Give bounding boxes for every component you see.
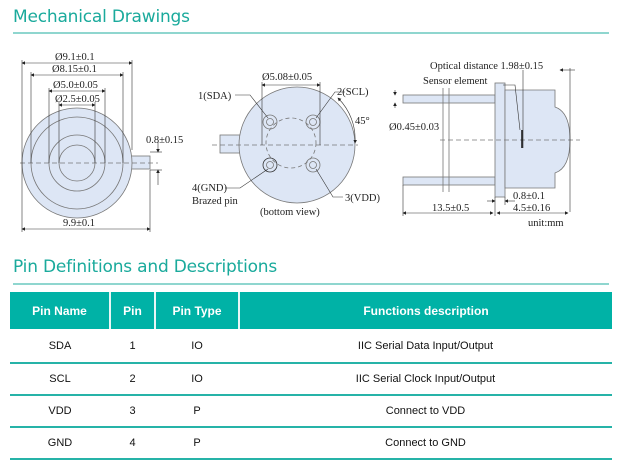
cell-function: Connect to GND <box>239 427 612 460</box>
cell-pin-type: IO <box>155 363 239 396</box>
cell-pin: 2 <box>110 363 155 396</box>
pin-table: Pin Name Pin Pin Type Functions descript… <box>10 292 612 460</box>
cell-pin: 3 <box>110 395 155 428</box>
top-view-drawing <box>20 60 162 232</box>
cell-pin-name: SCL <box>10 363 110 396</box>
dim-pin-diameter: Ø0.45±0.03 <box>389 122 439 133</box>
cell-pin-type: IO <box>155 329 239 364</box>
dim-d91: Ø9.1±0.1 <box>55 52 95 63</box>
dim-d815: Ø8.15±0.1 <box>52 64 97 75</box>
cell-pin-name: GND <box>10 427 110 460</box>
mechanical-drawings-title: Mechanical Drawings <box>13 7 190 27</box>
pin-definitions-title: Pin Definitions and Descriptions <box>13 257 278 277</box>
table-row: GND 4 P Connect to GND <box>10 427 612 460</box>
dim-pitch: Ø5.08±0.05 <box>262 72 312 83</box>
dim-d50: Ø5.0±0.05 <box>53 80 98 91</box>
pin3-label: 3(VDD) <box>345 193 380 204</box>
cell-pin-type: P <box>155 395 239 428</box>
title-divider <box>13 283 609 285</box>
cell-function: Connect to VDD <box>239 395 612 428</box>
cell-function: IIC Serial Data Input/Output <box>239 329 612 364</box>
mechanical-drawings: Ø9.1±0.1 Ø8.15±0.1 Ø5.0±0.05 Ø2.5±0.05 0… <box>20 52 580 232</box>
angle-label: 45° <box>355 116 370 127</box>
table-row: SDA 1 IO IIC Serial Data Input/Output <box>10 329 612 364</box>
cell-pin: 4 <box>110 427 155 460</box>
cell-pin-type: P <box>155 427 239 460</box>
cell-pin-name: SDA <box>10 329 110 364</box>
pin2-label: 2(SCL) <box>337 87 369 98</box>
header-pin-name: Pin Name <box>10 292 110 329</box>
table-row: SCL 2 IO IIC Serial Clock Input/Output <box>10 363 612 396</box>
dim-pin-length: 13.5±0.5 <box>432 203 469 214</box>
dim-tab: 0.8±0.15 <box>146 135 183 146</box>
dim-width: 9.9±0.1 <box>63 218 95 229</box>
brazed-pin-label: Brazed pin <box>192 196 239 207</box>
title-divider <box>13 32 609 34</box>
dim-d25: Ø2.5±0.05 <box>55 94 100 105</box>
header-pin-type: Pin Type <box>154 292 239 329</box>
pin4-label: 4(GND) <box>192 183 227 194</box>
unit-label: unit:mm <box>528 218 564 229</box>
cell-function: IIC Serial Clock Input/Output <box>239 363 612 396</box>
optical-distance-label: Optical distance 1.98±0.15 <box>430 61 543 72</box>
header-functions: Functions description <box>238 292 612 329</box>
bottom-view-label: (bottom view) <box>260 207 320 218</box>
side-view-drawing <box>393 68 580 216</box>
table-header-row: Pin Name Pin Pin Type Functions descript… <box>10 292 612 329</box>
pin1-label: 1(SDA) <box>198 91 232 102</box>
sensor-element-label: Sensor element <box>423 76 488 87</box>
table-row: VDD 3 P Connect to VDD <box>10 395 612 428</box>
cell-pin-name: VDD <box>10 395 110 428</box>
dim-body: 4.5±0.16 <box>513 203 550 214</box>
bottom-view-drawing <box>212 82 358 204</box>
dim-flange: 0.8±0.1 <box>513 191 545 202</box>
header-pin: Pin <box>109 292 155 329</box>
cell-pin: 1 <box>110 329 155 364</box>
